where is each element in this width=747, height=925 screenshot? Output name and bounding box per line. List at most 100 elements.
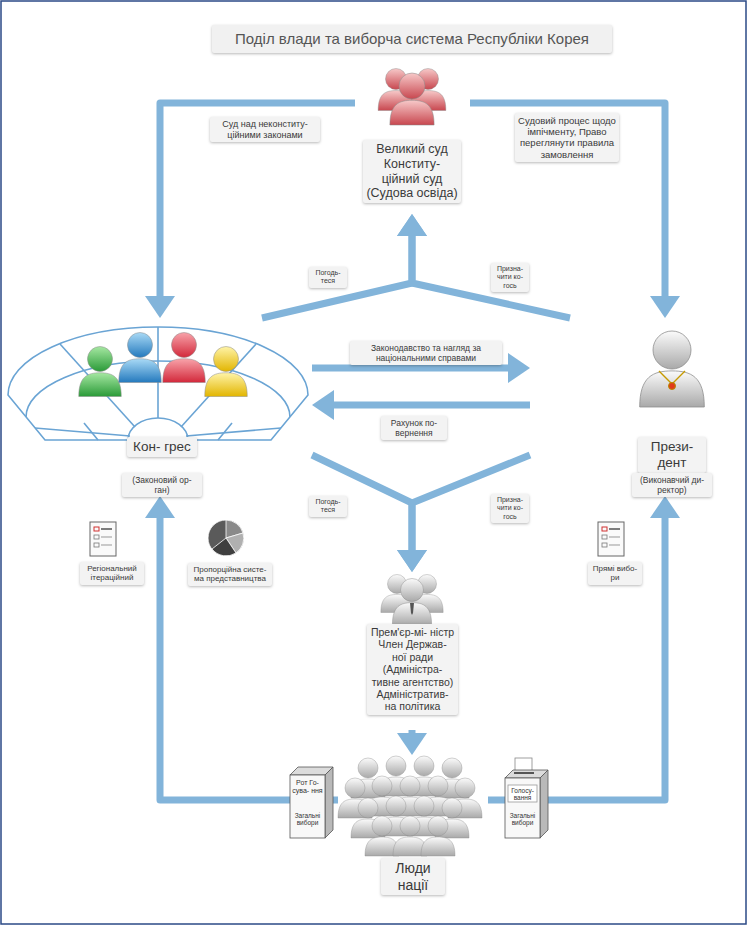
edge-label: Суд над неконститу- ційними законами	[210, 117, 320, 142]
hemicycle-illustration-part	[8, 327, 308, 440]
legislature-node: Кон- грес(Законовий ор- ган)	[5, 318, 312, 496]
pie-chart-icon	[208, 520, 244, 556]
cabinet-node: Прем'єр-мі- ністр Член Держав- ної ради …	[365, 572, 460, 730]
ballot-sheet-icon-part	[101, 528, 112, 530]
crowd-icon	[338, 756, 482, 856]
arrow-head	[145, 496, 175, 518]
connector-line	[160, 103, 355, 297]
president-name: Прези- дент	[638, 437, 706, 473]
hemicycle-illustration-part	[218, 423, 232, 440]
ballot-box	[505, 758, 548, 838]
ballot-sheet-icon-part	[94, 543, 99, 547]
president-icon	[640, 331, 705, 407]
connector-line	[312, 365, 509, 372]
party-members	[79, 333, 248, 397]
ballot-sheet-icon-part	[602, 535, 607, 539]
connector-arrow	[145, 103, 355, 318]
connector-arrow	[397, 214, 570, 318]
arrow-head	[145, 296, 175, 318]
hemicycle-illustration	[8, 327, 308, 440]
edge-label: Погодь- теся	[309, 496, 347, 517]
people-node: Люди нації	[338, 755, 488, 900]
people-label: Люди нації	[381, 858, 445, 895]
president-icon-part	[640, 331, 705, 407]
ballot-sheet-icon-part	[598, 522, 624, 556]
edge-label: Законодавство та нагляд за національними…	[350, 341, 502, 365]
hemicycle-illustration-part	[35, 428, 130, 436]
connector-line	[488, 517, 665, 800]
pie-chart-icon-part	[212, 538, 236, 556]
connector-line	[160, 517, 338, 800]
connector-arrow	[397, 730, 427, 755]
connector-line	[333, 402, 530, 409]
connector-line	[412, 455, 530, 551]
court-icon-part	[390, 73, 434, 125]
connector-arrow	[262, 214, 427, 318]
cabinet-icon	[381, 575, 443, 625]
ballot-box-part	[325, 767, 333, 838]
ballot-box-part	[505, 778, 540, 838]
ballot-sheet-icon	[598, 522, 624, 556]
ballot-sheet-icon-part	[90, 522, 116, 556]
connector-line	[412, 235, 570, 318]
ballot-box-part	[514, 772, 534, 774]
arrow-head	[397, 550, 427, 572]
ballot-sheet-icon-part	[101, 537, 112, 538]
party-members-part	[79, 347, 122, 397]
edge-label: Погодь- теся	[309, 267, 347, 288]
connector-arrow	[470, 103, 680, 318]
cabinet-icon-part	[392, 579, 431, 625]
edge-label: Призна- чити ко- гось	[491, 494, 529, 523]
ballot-box-label: Голосу- вання	[506, 787, 539, 802]
ballot-sheet-icon-part	[94, 535, 99, 539]
arrow-head	[397, 214, 427, 236]
election-method: Регіональний ітераційний	[80, 562, 144, 585]
arrow-head	[650, 496, 680, 518]
ballot-sheet-icon-part	[602, 543, 607, 547]
connector-arrow	[397, 455, 530, 572]
edge-label: Прямі вибо- ри	[588, 562, 642, 585]
election-method: Пропорційна систе- ма представництва	[188, 563, 272, 586]
party-members-part	[163, 333, 206, 383]
arrow-head	[397, 550, 427, 572]
ballot-box-label: Рот Го- сува- ння	[291, 779, 324, 795]
court-label: Великий суд Конститу- ційний суд (Судова…	[363, 140, 461, 203]
ballot-box-label: Загальні вибори	[504, 812, 541, 827]
connector-arrow	[488, 496, 680, 800]
connector-line	[470, 103, 665, 297]
pie-chart-icon-part	[208, 520, 244, 556]
ballot-sheet-icon-part	[609, 545, 620, 546]
crowd-icon-part	[421, 816, 455, 856]
ballot-box-part	[540, 770, 548, 838]
ballot-sheet-icon-part	[101, 545, 112, 546]
court-icon	[378, 69, 446, 126]
cabinet-icon-part	[410, 603, 414, 615]
edge-label: Призна- чити ко- гось	[491, 263, 529, 292]
arrow-head	[397, 733, 427, 755]
arrow-head	[397, 214, 427, 236]
edge-label: Рахунок по- вернення	[381, 416, 447, 440]
arrow-head	[312, 390, 334, 420]
ballot-sheet-icon-part	[602, 527, 607, 531]
party-members-part	[119, 333, 162, 383]
ballot-sheet-icon-part	[609, 528, 620, 530]
ballot-box-part	[290, 775, 325, 838]
ballot-box-label: Загальні вибори	[289, 812, 326, 827]
arrow-head	[650, 296, 680, 318]
hemicycle-illustration-part	[60, 344, 135, 427]
ballot-sheet-icon-part	[94, 527, 99, 531]
cabinet-label: Прем'єр-мі- ністр Член Держав- ної ради …	[367, 624, 458, 715]
hemicycle-illustration-part	[84, 423, 98, 440]
president-icon-part	[669, 383, 676, 390]
legislature-name: Кон- грес	[127, 437, 197, 457]
ballot-sheet-icon	[90, 522, 116, 556]
court-node: Великий суд Конститу- ційний суд (Судова…	[355, 68, 470, 214]
hemicycle-illustration-part	[186, 428, 281, 436]
ballot-sheet-icon-part	[609, 537, 620, 538]
connector-line	[262, 235, 412, 318]
